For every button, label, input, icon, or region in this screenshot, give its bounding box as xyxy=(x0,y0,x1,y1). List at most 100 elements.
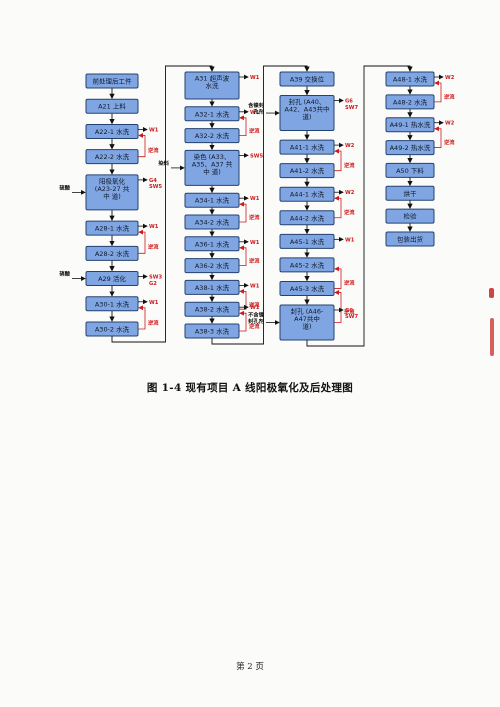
counterflow-label: 逆流 xyxy=(249,300,260,308)
emission-label: W1 xyxy=(149,300,159,306)
process-step-label: A32-1 水洗 xyxy=(195,109,230,118)
process-step-box xyxy=(385,162,435,178)
column-connector-arrow xyxy=(211,65,310,345)
emission-label: W1 xyxy=(250,110,260,116)
process-step-box xyxy=(184,192,240,208)
emission-label: W1 xyxy=(250,75,260,81)
process-step-box xyxy=(184,71,240,100)
process-step-box xyxy=(279,233,335,249)
input-material-label: 染料 xyxy=(158,159,169,167)
figure-caption: 图 1-4 现有项目 A 线阳极氧化及后处理图 xyxy=(146,382,354,394)
process-step-box xyxy=(279,257,335,273)
process-step-label: A41-1 水洗 xyxy=(290,143,325,152)
emission-label: W1 xyxy=(250,283,260,289)
process-step-label: 封孔 (A40、A42、A43共中道) xyxy=(285,97,330,121)
process-step-box xyxy=(184,128,240,144)
counterflow-label: 逆流 xyxy=(444,92,455,100)
counterflow-arrow xyxy=(138,133,146,158)
process-step-box xyxy=(279,71,335,87)
counterflow-arrow xyxy=(334,266,342,289)
counterflow-label: 逆流 xyxy=(249,127,260,135)
process-step-label: A34-2 水洗 xyxy=(195,218,230,227)
process-step-box xyxy=(184,106,240,122)
process-step-label: 检验 xyxy=(404,212,418,221)
emission-label: W1 xyxy=(149,127,159,133)
process-step-box xyxy=(85,271,139,287)
input-material-label: 含镍封孔剂 xyxy=(248,101,265,115)
emission-label: W1 xyxy=(250,305,260,311)
emission-label: W1 xyxy=(345,237,355,243)
process-step-label: A21 上料 xyxy=(98,102,126,111)
counterflow-arrow xyxy=(239,310,247,332)
process-step-box xyxy=(85,73,139,89)
process-step-box xyxy=(184,214,240,230)
emission-label: W2 xyxy=(345,190,355,196)
emission-label: SW5 xyxy=(250,153,263,159)
process-step-label: A45-2 水洗 xyxy=(290,260,325,269)
counterflow-arrow xyxy=(239,288,247,310)
process-step-label: A28-1 水洗 xyxy=(95,224,130,233)
process-step-label: A50 下料 xyxy=(396,166,424,175)
counterflow-label: 逆流 xyxy=(148,146,159,154)
process-step-box xyxy=(385,208,435,224)
process-step-box xyxy=(85,149,139,165)
emission-label: W2 xyxy=(445,75,455,81)
process-step-label: A38-2 水洗 xyxy=(195,305,230,314)
process-step-box xyxy=(385,94,435,110)
emission-label: W2 xyxy=(445,121,455,127)
process-step-box xyxy=(385,185,435,201)
process-step-box xyxy=(184,149,240,186)
process-step-box xyxy=(385,117,435,133)
process-step-label: A22-1 水洗 xyxy=(95,127,130,136)
process-step-box xyxy=(279,95,335,132)
counterflow-arrow xyxy=(334,195,342,219)
input-material-label: 硫酸 xyxy=(59,183,70,191)
process-step-box xyxy=(184,301,240,317)
process-step-label: A45-3 水洗 xyxy=(290,284,325,293)
process-step-label: A22-2 水洗 xyxy=(95,152,130,161)
emission-label: W1 xyxy=(250,196,260,202)
emission-label: W2 xyxy=(345,143,355,149)
process-step-label: A44-1 水洗 xyxy=(290,190,325,199)
process-step-box xyxy=(385,71,435,87)
process-step-label: A39 交换位 xyxy=(290,75,325,84)
input-material-label: 硝酸 xyxy=(59,270,70,278)
counterflow-arrow xyxy=(239,115,247,137)
process-step-label: A49-2 热水洗 xyxy=(390,143,431,152)
counterflow-label: 逆流 xyxy=(148,318,159,326)
process-step-box xyxy=(85,220,139,236)
counterflow-arrow xyxy=(138,229,146,254)
page-number: 第 2 页 xyxy=(236,662,264,672)
counterflow-arrow xyxy=(239,245,247,267)
counterflow-arrow xyxy=(334,148,342,172)
process-step-label: 烘干 xyxy=(404,189,418,198)
process-step-box xyxy=(85,174,139,211)
counterflow-label: 逆流 xyxy=(344,279,355,287)
process-step-label: A38-1 水洗 xyxy=(195,283,230,292)
input-material-label: 不含镍封孔剂 xyxy=(248,311,265,325)
counterflow-arrow xyxy=(334,290,342,323)
column-connector-arrow xyxy=(306,65,413,347)
process-step-box xyxy=(279,280,335,296)
process-step-label: A34-1 水洗 xyxy=(195,196,230,205)
column-connector-arrow xyxy=(111,65,215,343)
process-step-box xyxy=(85,123,139,139)
process-step-box xyxy=(85,296,139,312)
process-step-box xyxy=(385,231,435,247)
edge-mark xyxy=(490,318,494,356)
process-step-label: A32-2 水洗 xyxy=(195,131,230,140)
counterflow-arrow xyxy=(434,80,442,103)
process-step-box xyxy=(279,210,335,226)
edge-mark xyxy=(489,288,494,298)
process-step-box xyxy=(385,140,435,156)
emission-label: W1 xyxy=(250,240,260,246)
process-step-box xyxy=(184,279,240,295)
process-step-box xyxy=(85,98,139,114)
process-step-box xyxy=(184,236,240,252)
